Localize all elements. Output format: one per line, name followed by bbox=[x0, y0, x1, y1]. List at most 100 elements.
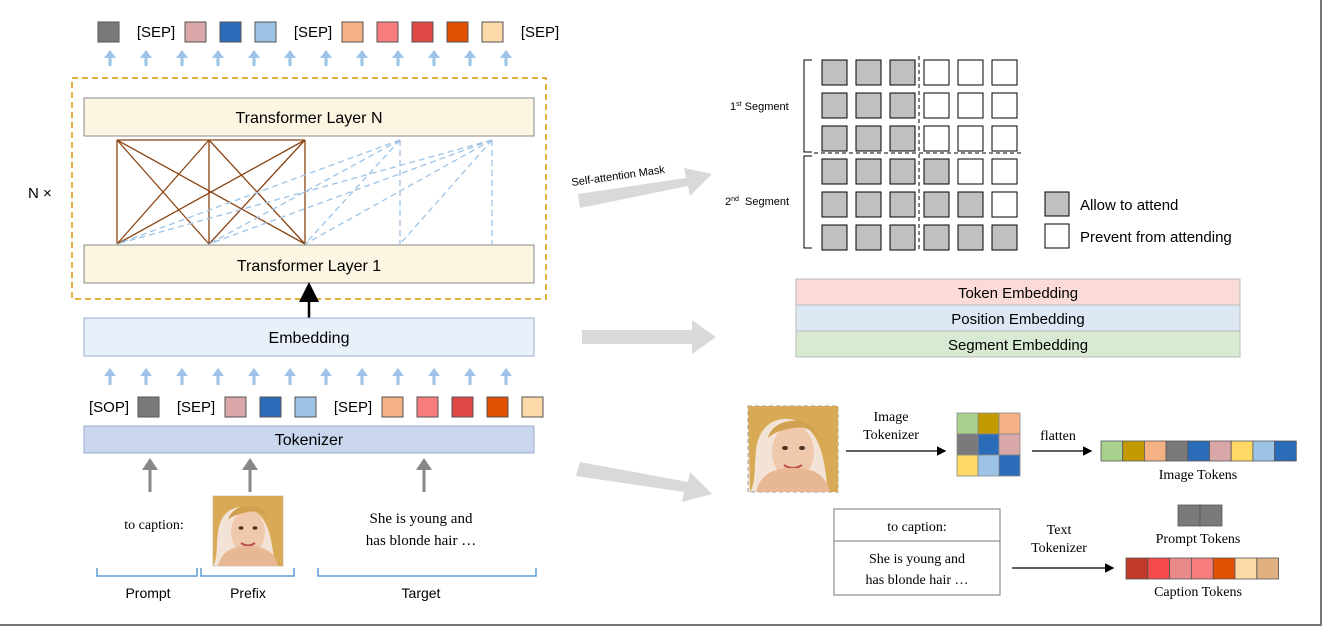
prompt-text-box bbox=[833, 508, 1001, 542]
legend-prevent-swatch bbox=[1044, 223, 1070, 249]
target-text-box-line1: She is young and bbox=[869, 552, 965, 567]
caption-tokens-row bbox=[1125, 557, 1280, 580]
segment-2-word: Segment bbox=[739, 196, 789, 208]
mask-cell-r4-c0 bbox=[821, 191, 848, 218]
face-photo-input bbox=[747, 405, 839, 493]
mask-cell-r3-c3 bbox=[923, 158, 950, 185]
dashed-connection-7 bbox=[399, 139, 493, 245]
output-sep-token-5: [SEP] bbox=[294, 24, 332, 41]
dashed-connection-1 bbox=[208, 139, 401, 245]
mask-cell-r4-c5 bbox=[991, 191, 1018, 218]
input-arrow-10 bbox=[464, 368, 476, 385]
mask-cell-r4-c3 bbox=[923, 191, 950, 218]
input-token-11 bbox=[521, 396, 544, 418]
segment-1-sup: st bbox=[736, 101, 742, 108]
tokenizer-input-arrows bbox=[142, 458, 432, 492]
target-text-line1: She is young and bbox=[370, 511, 473, 527]
target-text-box bbox=[833, 540, 1001, 596]
self-attention-arrow bbox=[578, 168, 712, 208]
mask-cell-r0-c5 bbox=[991, 59, 1018, 86]
prompt-text-box-label: to caption: bbox=[887, 520, 947, 535]
mask-cell-r1-c0 bbox=[821, 92, 848, 119]
segment-brackets bbox=[803, 59, 812, 249]
transformer-layer-n bbox=[83, 97, 535, 137]
tokenizer-box bbox=[83, 425, 535, 454]
input-arrow-4 bbox=[248, 368, 260, 385]
segment-2-num: 2 bbox=[725, 196, 731, 208]
input-arrow-5 bbox=[284, 368, 296, 385]
input-token-10 bbox=[486, 396, 509, 418]
segment-1-word: Segment bbox=[742, 101, 789, 113]
output-token-row: [SEP][SEP][SEP] bbox=[97, 21, 559, 43]
solid-connection-4 bbox=[116, 139, 306, 245]
input-arrow-8 bbox=[392, 368, 404, 385]
segment-embedding-label: Segment Embedding bbox=[948, 337, 1088, 354]
input-token-1 bbox=[137, 396, 160, 418]
transformer-layer-1-label: Transformer Layer 1 bbox=[237, 258, 381, 275]
input-arrow-3 bbox=[212, 368, 224, 385]
mask-cell-r0-c0 bbox=[821, 59, 848, 86]
mask-cell-r0-c3 bbox=[923, 59, 950, 86]
image-token-8 bbox=[1274, 440, 1297, 462]
transformer-layer-n-label: Transformer Layer N bbox=[236, 110, 383, 127]
solid-connection-2 bbox=[116, 139, 210, 245]
segment-2-label: 2nd Segment bbox=[725, 196, 789, 208]
input-arrow-0 bbox=[104, 368, 116, 385]
input-token-3 bbox=[224, 396, 247, 418]
mask-cell-r3-c0 bbox=[821, 158, 848, 185]
mask-cell-r3-c1 bbox=[855, 158, 882, 185]
output-token-8 bbox=[411, 21, 434, 43]
text-tokenizer-line1: Text bbox=[1047, 523, 1072, 538]
mask-cell-r2-c5 bbox=[991, 125, 1018, 152]
output-arrow-0 bbox=[104, 50, 116, 66]
output-arrow-7 bbox=[356, 50, 368, 66]
input-arrow-1 bbox=[140, 368, 152, 385]
face-photo-prefix bbox=[212, 495, 284, 567]
output-token-9 bbox=[446, 21, 469, 43]
input-arrow-2 bbox=[176, 368, 188, 385]
output-arrow-8 bbox=[392, 50, 404, 66]
mask-cell-r1-c4 bbox=[957, 92, 984, 119]
input-token-8 bbox=[416, 396, 439, 418]
input-token-4 bbox=[259, 396, 282, 418]
legend-attend-swatch bbox=[1044, 191, 1070, 217]
embedding-arrow bbox=[582, 320, 716, 354]
input-token-5 bbox=[294, 396, 317, 418]
prompt-tokens-row bbox=[1177, 504, 1223, 527]
mask-cell-r5-c5 bbox=[991, 224, 1018, 251]
input-arrow-11 bbox=[500, 368, 512, 385]
target-text-line2: has blonde hair … bbox=[366, 533, 476, 549]
output-token-7 bbox=[376, 21, 399, 43]
output-arrow-2 bbox=[176, 50, 188, 66]
text-tokenizer-line2: Tokenizer bbox=[1031, 541, 1087, 556]
target-text-box-line2: has blonde hair … bbox=[865, 573, 968, 588]
output-arrow-4 bbox=[248, 50, 260, 66]
mask-cell-r4-c1 bbox=[855, 191, 882, 218]
mask-cell-r1-c1 bbox=[855, 92, 882, 119]
mask-cell-r0-c4 bbox=[957, 59, 984, 86]
mask-cell-r1-c5 bbox=[991, 92, 1018, 119]
embedding-label: Embedding bbox=[269, 330, 350, 347]
output-arrows bbox=[104, 50, 512, 66]
mask-cell-r2-c1 bbox=[855, 125, 882, 152]
tokenizer-label: Tokenizer bbox=[275, 432, 344, 449]
input-token-7 bbox=[381, 396, 404, 418]
token-embedding-box bbox=[795, 278, 1241, 306]
input-sep-token-6: [SEP] bbox=[334, 399, 372, 416]
dashed-connection-4 bbox=[116, 139, 493, 245]
caption-tokens-label: Caption Tokens bbox=[1154, 585, 1242, 600]
legend-prevent-label: Prevent from attending bbox=[1080, 229, 1232, 246]
flatten-label: flatten bbox=[1040, 429, 1076, 444]
tokenizer-arrow bbox=[576, 462, 712, 502]
embedding-box bbox=[83, 317, 535, 357]
image-grid-cell-r2-c2 bbox=[998, 454, 1021, 477]
prompt-token-1 bbox=[1199, 504, 1223, 527]
input-arrow-6 bbox=[320, 368, 332, 385]
label-brackets bbox=[96, 568, 537, 577]
input-arrow-9 bbox=[428, 368, 440, 385]
input-sep-token-2: [SEP] bbox=[177, 399, 215, 416]
mask-cell-r5-c3 bbox=[923, 224, 950, 251]
mask-cell-r0-c1 bbox=[855, 59, 882, 86]
mask-cell-r4-c2 bbox=[889, 191, 916, 218]
